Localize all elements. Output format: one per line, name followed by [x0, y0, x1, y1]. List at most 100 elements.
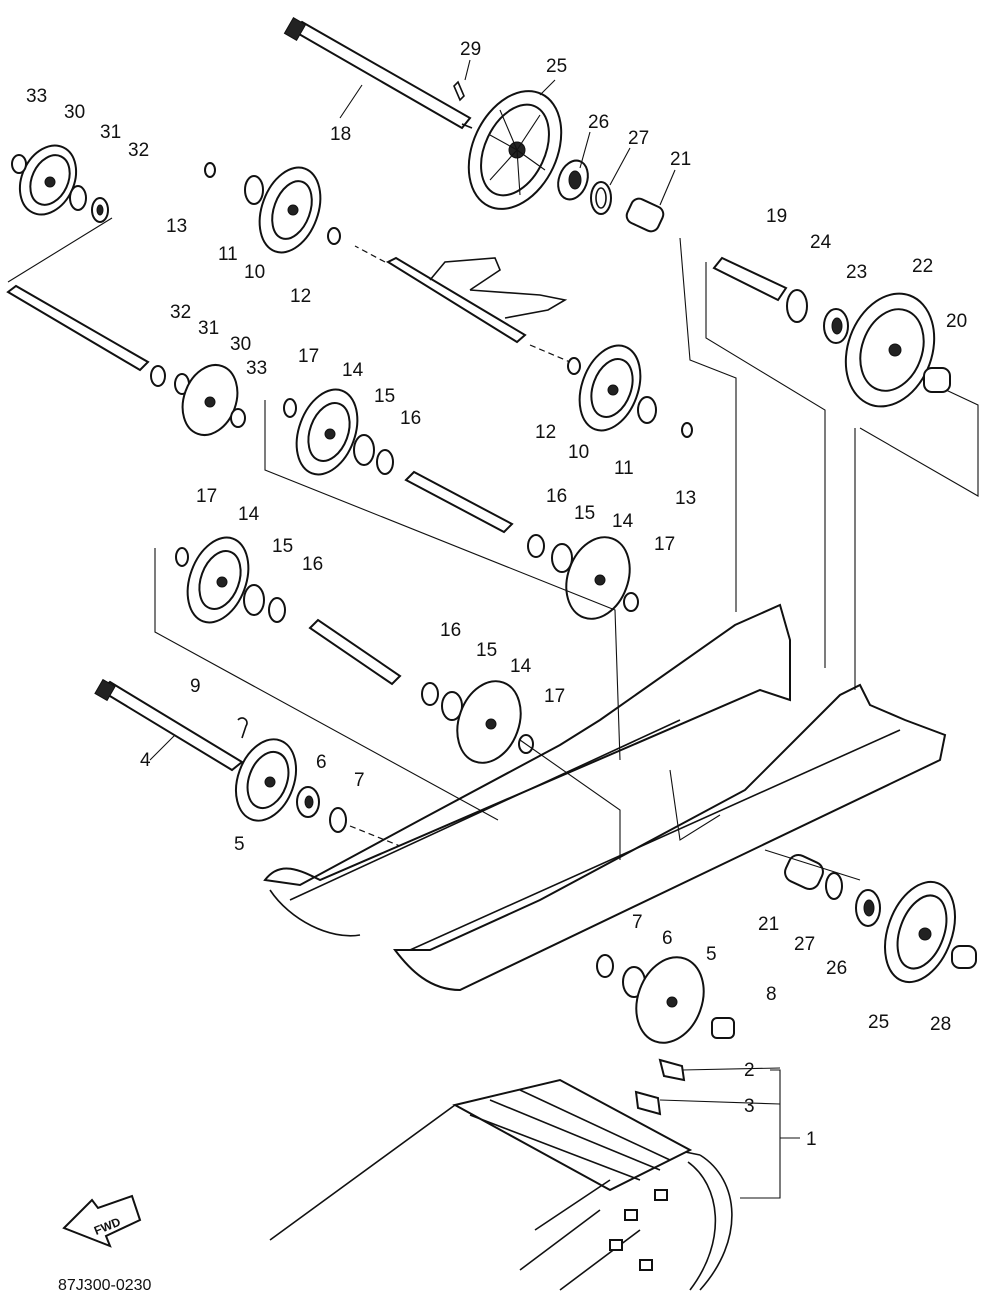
callout-8: 8 [766, 984, 777, 1005]
wheel-14-mid [295, 388, 359, 476]
callout-11: 11 [614, 458, 634, 479]
callout-10: 10 [244, 262, 265, 283]
ring-16-right [527, 534, 545, 558]
leader-lines [149, 59, 800, 1199]
callout-31: 31 [100, 122, 121, 143]
cap-20 [923, 367, 951, 393]
callout-23: 23 [846, 262, 867, 283]
bearing-15-left [243, 584, 265, 616]
callout-12: 12 [535, 422, 556, 443]
spacer-21-low [784, 853, 824, 891]
callout-21: 21 [758, 914, 779, 935]
wheel-10-top [258, 166, 322, 254]
ring-16-left [268, 597, 286, 623]
spacer-21-top [625, 197, 665, 233]
wheel-5-left [235, 738, 297, 822]
clip-9 [237, 717, 248, 739]
callout-15: 15 [574, 503, 595, 524]
cap-28 [951, 945, 977, 969]
spacer-31-top [69, 185, 87, 211]
callout-25: 25 [868, 1012, 889, 1033]
bearing-11-mid [637, 396, 657, 424]
callout-6: 6 [662, 928, 673, 949]
callout-20: 20 [946, 311, 967, 332]
callout-2: 2 [744, 1060, 755, 1081]
callout-1: 1 [806, 1129, 817, 1150]
wheel-14-left [186, 536, 250, 624]
axle-lower [308, 618, 402, 686]
callout-15: 15 [272, 536, 293, 557]
callout-13: 13 [675, 488, 696, 509]
callout-31: 31 [198, 318, 219, 339]
bearing-6-left [296, 786, 320, 818]
bearing-11-top [244, 175, 264, 205]
callout-18: 18 [330, 124, 351, 145]
clip-12-mid [567, 357, 581, 375]
callout-7: 7 [632, 912, 643, 933]
clip-2 [658, 1058, 686, 1082]
track [269, 1078, 733, 1291]
callout-4: 4 [140, 750, 151, 771]
wheel-30-top [18, 144, 78, 216]
ring-7-left [329, 807, 347, 833]
callout-32: 32 [128, 140, 149, 161]
wheel-14-low [456, 680, 522, 764]
callout-15: 15 [374, 386, 395, 407]
assembly-lines [7, 217, 979, 881]
shaft-left [6, 284, 150, 372]
callout-19: 19 [766, 206, 787, 227]
callout-12: 12 [290, 286, 311, 307]
clip-3 [634, 1090, 662, 1116]
axle-mid [404, 470, 514, 534]
callout-30: 30 [64, 102, 85, 123]
callout-24: 24 [810, 232, 832, 253]
callout-5: 5 [234, 834, 245, 855]
callout-10: 10 [568, 442, 589, 463]
wheel-25-top [467, 90, 563, 210]
bearing-15-mid [353, 434, 375, 466]
nut-8 [711, 1017, 735, 1039]
callout-14: 14 [612, 511, 634, 532]
drawing-code: 87J300-0230 [58, 1277, 152, 1294]
callout-14: 14 [342, 360, 364, 381]
fwd-arrow-icon: FWD [62, 1194, 142, 1248]
clip-17-mid [283, 398, 297, 418]
callout-3: 3 [744, 1096, 755, 1117]
bearing-15-right [551, 543, 573, 573]
callouts: 29 25 18 26 27 21 33 30 31 32 13 11 10 1… [26, 39, 967, 1150]
clip-17-left [175, 547, 189, 567]
ring-27-low [825, 872, 843, 900]
callout-17: 17 [196, 486, 217, 507]
wheel-22 [844, 292, 936, 408]
callout-14: 14 [510, 656, 532, 677]
callout-15: 15 [476, 640, 497, 661]
callout-14: 14 [238, 504, 260, 525]
callout-5: 5 [706, 944, 717, 965]
rear-arm [385, 256, 568, 344]
bearing-26-top [557, 159, 589, 201]
callout-26: 26 [588, 112, 609, 133]
ring-7-low [596, 954, 614, 978]
callout-13: 13 [166, 216, 187, 237]
callout-16: 16 [440, 620, 461, 641]
callout-21: 21 [670, 149, 691, 170]
wheel-25-low [884, 880, 956, 984]
slide-rails [263, 603, 947, 992]
callout-7: 7 [354, 770, 365, 791]
callout-16: 16 [400, 408, 421, 429]
clip-13-mid [681, 422, 693, 438]
spacer-19 [712, 256, 788, 302]
callout-17: 17 [298, 346, 319, 367]
clip-29 [453, 80, 465, 102]
callout-27: 27 [794, 934, 815, 955]
wheel-30-mid [181, 364, 239, 436]
callout-27: 27 [628, 128, 649, 149]
callout-33: 33 [246, 358, 267, 379]
callout-26: 26 [826, 958, 847, 979]
bearing-26-low [855, 889, 881, 927]
ring-16-mid [376, 449, 394, 475]
shaft-4 [94, 678, 244, 772]
callout-25: 25 [546, 56, 567, 77]
callout-28: 28 [930, 1014, 951, 1035]
